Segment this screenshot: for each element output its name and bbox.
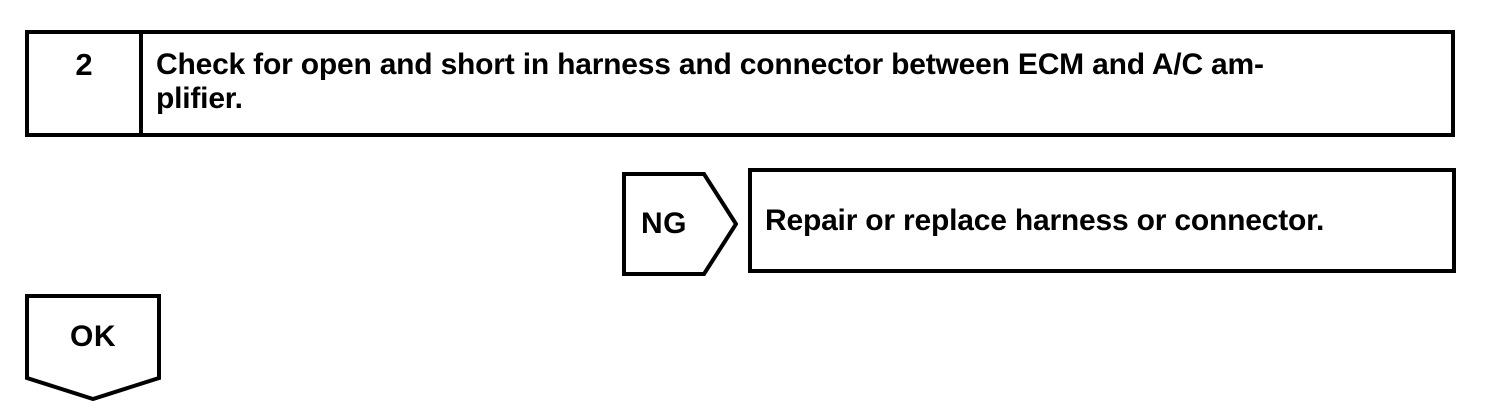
step-instruction-line-1: Check for open and short in harness and … [156,48,1264,81]
ng-action-text: Repair or replace harness or connector. [765,203,1325,237]
step-instruction-line-2: plifier. [156,82,243,115]
ng-connector: NG [622,172,738,276]
step-box: 2 Check for open and short in harness an… [25,30,1455,137]
step-number: 2 [29,34,143,133]
step-instruction: Check for open and short in harness and … [143,34,1451,133]
ng-label: NG [641,207,687,240]
ok-label: OK [70,320,116,353]
ok-connector: OK [25,294,161,401]
down-pentagon-icon [25,294,161,401]
ng-action-box: Repair or replace harness or connector. [748,168,1456,273]
right-pentagon-icon [622,172,738,276]
